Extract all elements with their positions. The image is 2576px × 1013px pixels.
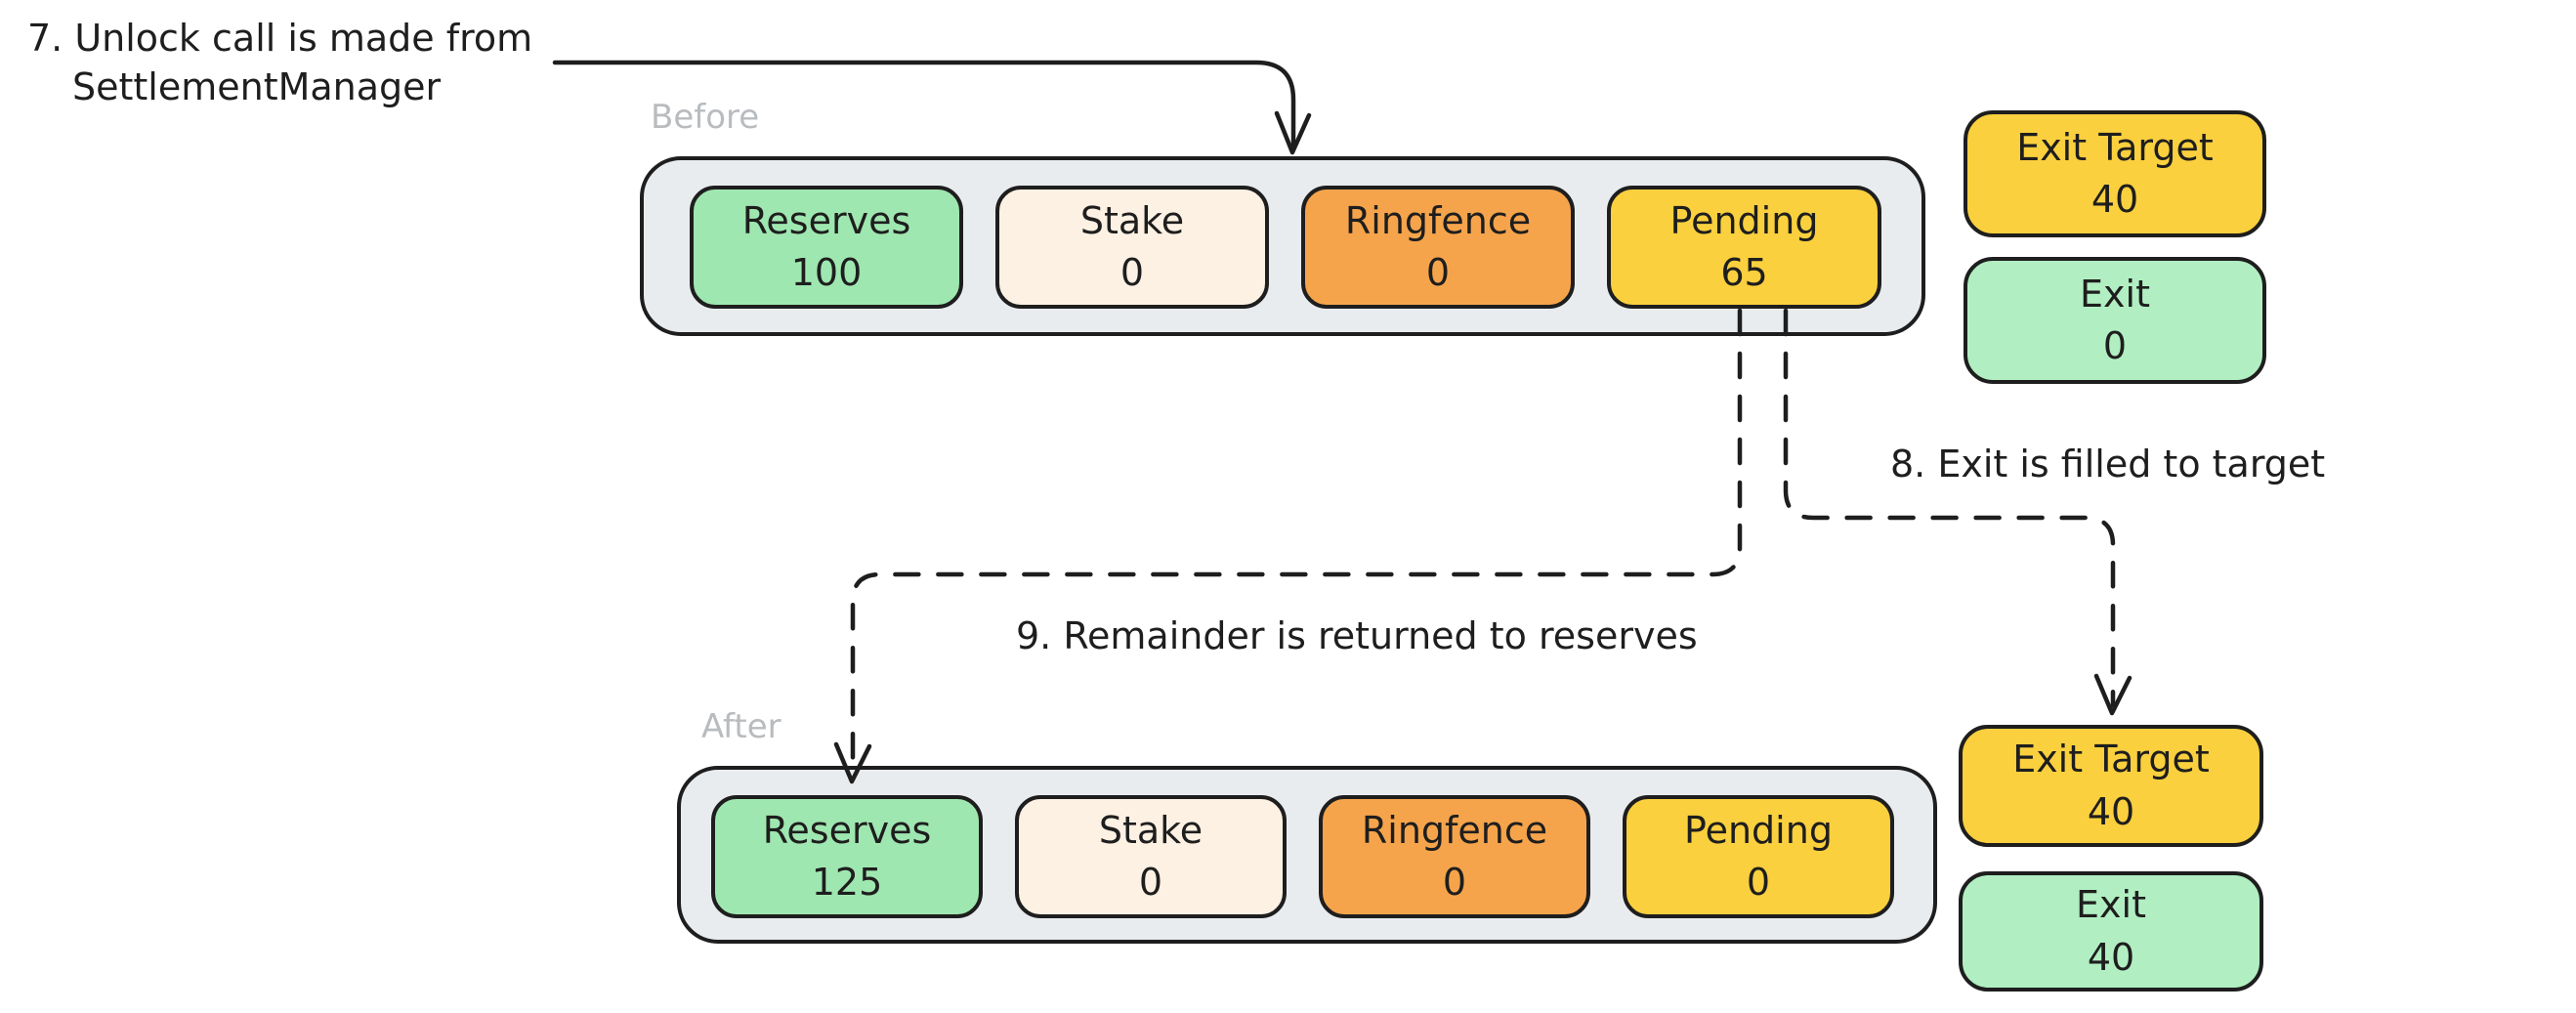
slot-value: 0 [1425,251,1451,294]
slot-value: 0 [1746,861,1771,904]
slot-value: 0 [1138,861,1163,904]
annotation-unlock-line2: SettlementManager [72,65,442,109]
after-label: After [701,707,781,746]
slot-name: Pending [1684,808,1833,852]
after-exit-box: Exit 40 [1959,871,2263,992]
remainder-dashed-arrow [833,308,1743,784]
before-exit-box: Exit 0 [1964,257,2266,384]
slot-name: Ringfence [1344,198,1532,242]
after-slot-reserves: Reserves 125 [711,795,983,918]
slot-value: 40 [2087,935,2135,979]
after-slot-stake: Stake 0 [1015,795,1287,918]
slot-value: 40 [2087,789,2135,833]
after-slot-pending: Pending 0 [1623,795,1894,918]
annotation-unlock-line1: 7. Unlock call is made from [27,17,533,60]
slot-name: Exit Target [2012,738,2210,781]
slot-name: Ringfence [1361,808,1548,852]
before-slot-reserves: Reserves 100 [690,186,963,309]
before-slot-ringfence: Ringfence 0 [1301,186,1575,309]
slot-value: 65 [1720,251,1768,294]
slot-value: 0 [1442,861,1467,904]
annotation-remainder: 9. Remainder is returned to reserves [1016,614,1698,657]
slot-name: Reserves [762,808,932,852]
slot-value: 100 [790,251,863,294]
slot-name: Exit Target [2016,125,2214,169]
before-container: Reserves 100 Stake 0 Ringfence 0 Pending… [640,156,1925,336]
after-slot-ringfence: Ringfence 0 [1319,795,1590,918]
slot-name: Pending [1669,198,1819,242]
slot-value: 40 [2090,178,2139,221]
slot-value: 125 [811,861,883,904]
before-slot-pending: Pending 65 [1607,186,1881,309]
slot-name: Exit [2080,272,2150,316]
before-slot-stake: Stake 0 [995,186,1269,309]
slot-value: 0 [1119,251,1145,294]
slot-name: Stake [1079,198,1185,242]
annotation-exit-filled: 8. Exit is filled to target [1890,443,2326,485]
slot-name: Reserves [741,198,911,242]
after-container: Reserves 125 Stake 0 Ringfence 0 Pending… [677,766,1937,944]
slot-name: Exit [2076,883,2146,927]
before-exit-target-box: Exit Target 40 [1964,110,2266,237]
slot-value: 0 [2102,324,2128,367]
before-label: Before [651,98,760,137]
annotation-unlock-call: 7. Unlock call is made from SettlementMa… [27,14,532,111]
slot-name: Stake [1098,808,1204,852]
after-exit-target-box: Exit Target 40 [1959,725,2263,847]
